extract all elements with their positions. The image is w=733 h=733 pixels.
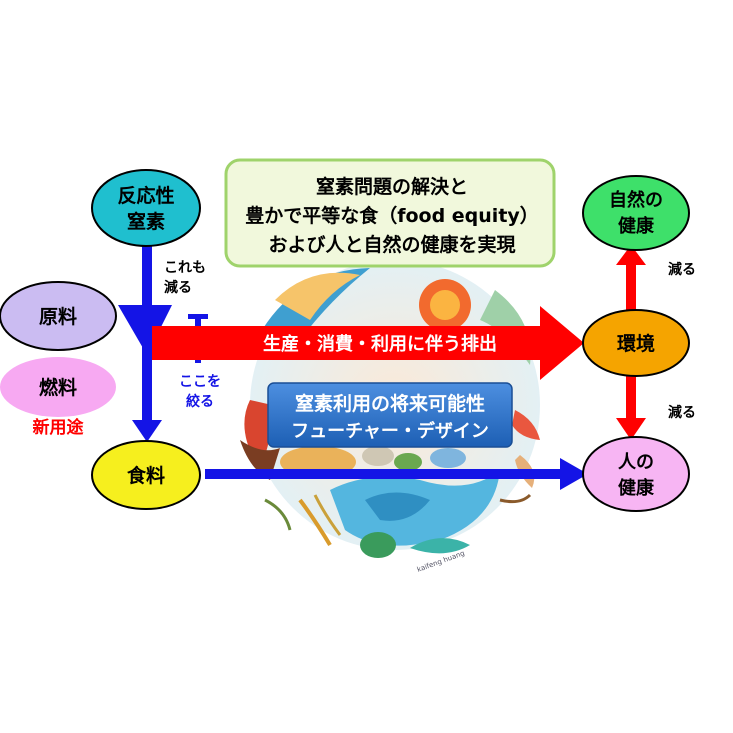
valve-icon: [188, 314, 208, 319]
funnel-arrow-head: [118, 305, 172, 355]
food-label: 食料: [127, 464, 165, 487]
node-human-health: 人の 健康: [582, 436, 690, 512]
nature-health-line-2: 健康: [618, 215, 655, 237]
squeeze-here-line-1: ここを: [179, 374, 221, 390]
node-food: 食料: [91, 440, 201, 510]
decrease-label-lower: 減る: [668, 404, 696, 421]
human-health-line-2: 健康: [618, 477, 655, 499]
future-design-line-2: フューチャー・デザイン: [291, 420, 489, 442]
emission-label: 生産・消費・利用に伴う排出: [263, 333, 497, 355]
nature-health-line-1: 自然の: [609, 189, 663, 211]
raw-material-label: 原料: [39, 305, 77, 328]
reactive-n-line-2: 窒素: [127, 210, 165, 233]
squeeze-here-line-2: 絞る: [186, 393, 214, 410]
node-nature-health: 自然の 健康: [582, 175, 690, 251]
goal-line-1: 窒素問題の解決と: [316, 175, 468, 198]
fuel-label: 燃料: [39, 376, 77, 399]
future-design-line-1: 窒素利用の将来可能性: [295, 392, 485, 415]
environment-label: 環境: [617, 332, 655, 355]
future-design-box: 窒素利用の将来可能性 フューチャー・デザイン: [267, 382, 513, 448]
new-use-label: 新用途: [33, 417, 85, 438]
goal-line-3: および人と自然の健康を実現: [268, 233, 515, 256]
reactive-n-line-1: 反応性: [117, 184, 174, 207]
decrease-label-upper: 減る: [668, 261, 696, 278]
node-environment: 環境: [582, 309, 690, 377]
emission-arrow: 生産・消費・利用に伴う排出: [152, 306, 584, 380]
goal-line-2: 豊かで平等な食（food equity）: [245, 204, 539, 227]
human-health-line-1: 人の: [618, 452, 654, 473]
blue-flow: [118, 235, 588, 490]
environment-arrows: [616, 245, 646, 440]
also-decreases-line-2: 減る: [164, 279, 192, 296]
node-reactive-nitrogen: 反応性 窒素: [91, 169, 201, 247]
also-decreases-line-1: これも: [164, 260, 206, 276]
goal-box: 窒素問題の解決と 豊かで平等な食（food equity） および人と自然の健康…: [224, 158, 556, 268]
node-raw-material: 原料: [0, 281, 117, 351]
node-fuel: 燃料: [0, 357, 116, 417]
